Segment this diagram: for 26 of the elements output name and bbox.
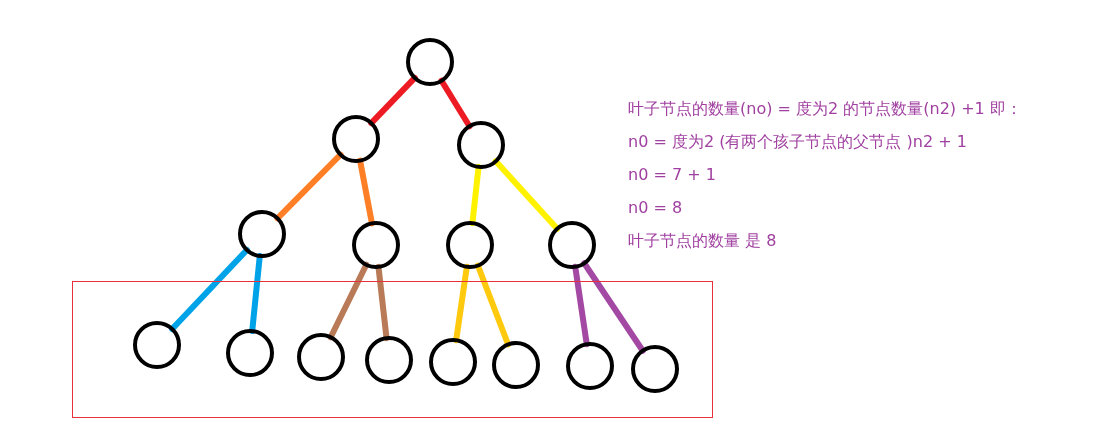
formula-text: 叶子节点的数量(no) = 度为2 的节点数量(n2) +1 即： bbox=[628, 99, 1022, 120]
highlight-rectangle bbox=[72, 281, 713, 418]
tree-edge bbox=[492, 158, 561, 232]
formula-text: 叶子节点的数量 是 8 bbox=[628, 231, 777, 252]
tree-edge bbox=[169, 247, 250, 332]
tree-node-circle bbox=[446, 221, 494, 269]
tree-edge bbox=[581, 260, 646, 354]
tree-node-circle bbox=[566, 342, 614, 390]
tree-node-circle bbox=[352, 221, 400, 269]
formula-text: n0 = 8 bbox=[628, 198, 683, 217]
tree-node-circle bbox=[429, 338, 477, 386]
tree-edge bbox=[368, 74, 418, 127]
formula-text: n0 = 7 + 1 bbox=[628, 165, 716, 184]
tree-edge bbox=[274, 151, 344, 222]
tree-node-circle bbox=[457, 121, 505, 169]
tree-node-circle bbox=[133, 321, 181, 369]
tree-node-circle bbox=[332, 115, 380, 163]
tree-node-circle bbox=[226, 329, 274, 377]
tree-node-circle bbox=[297, 333, 345, 381]
formula-text: n0 = 度为2 (有两个孩子节点的父节点 )n2 + 1 bbox=[628, 132, 967, 153]
tree-node-circle bbox=[492, 341, 540, 389]
tree-node-circle bbox=[406, 38, 454, 86]
tree-node-circle bbox=[238, 210, 286, 258]
tree-node-circle bbox=[631, 345, 679, 393]
tree-node-circle bbox=[548, 221, 596, 269]
tree-node-circle bbox=[365, 336, 413, 384]
